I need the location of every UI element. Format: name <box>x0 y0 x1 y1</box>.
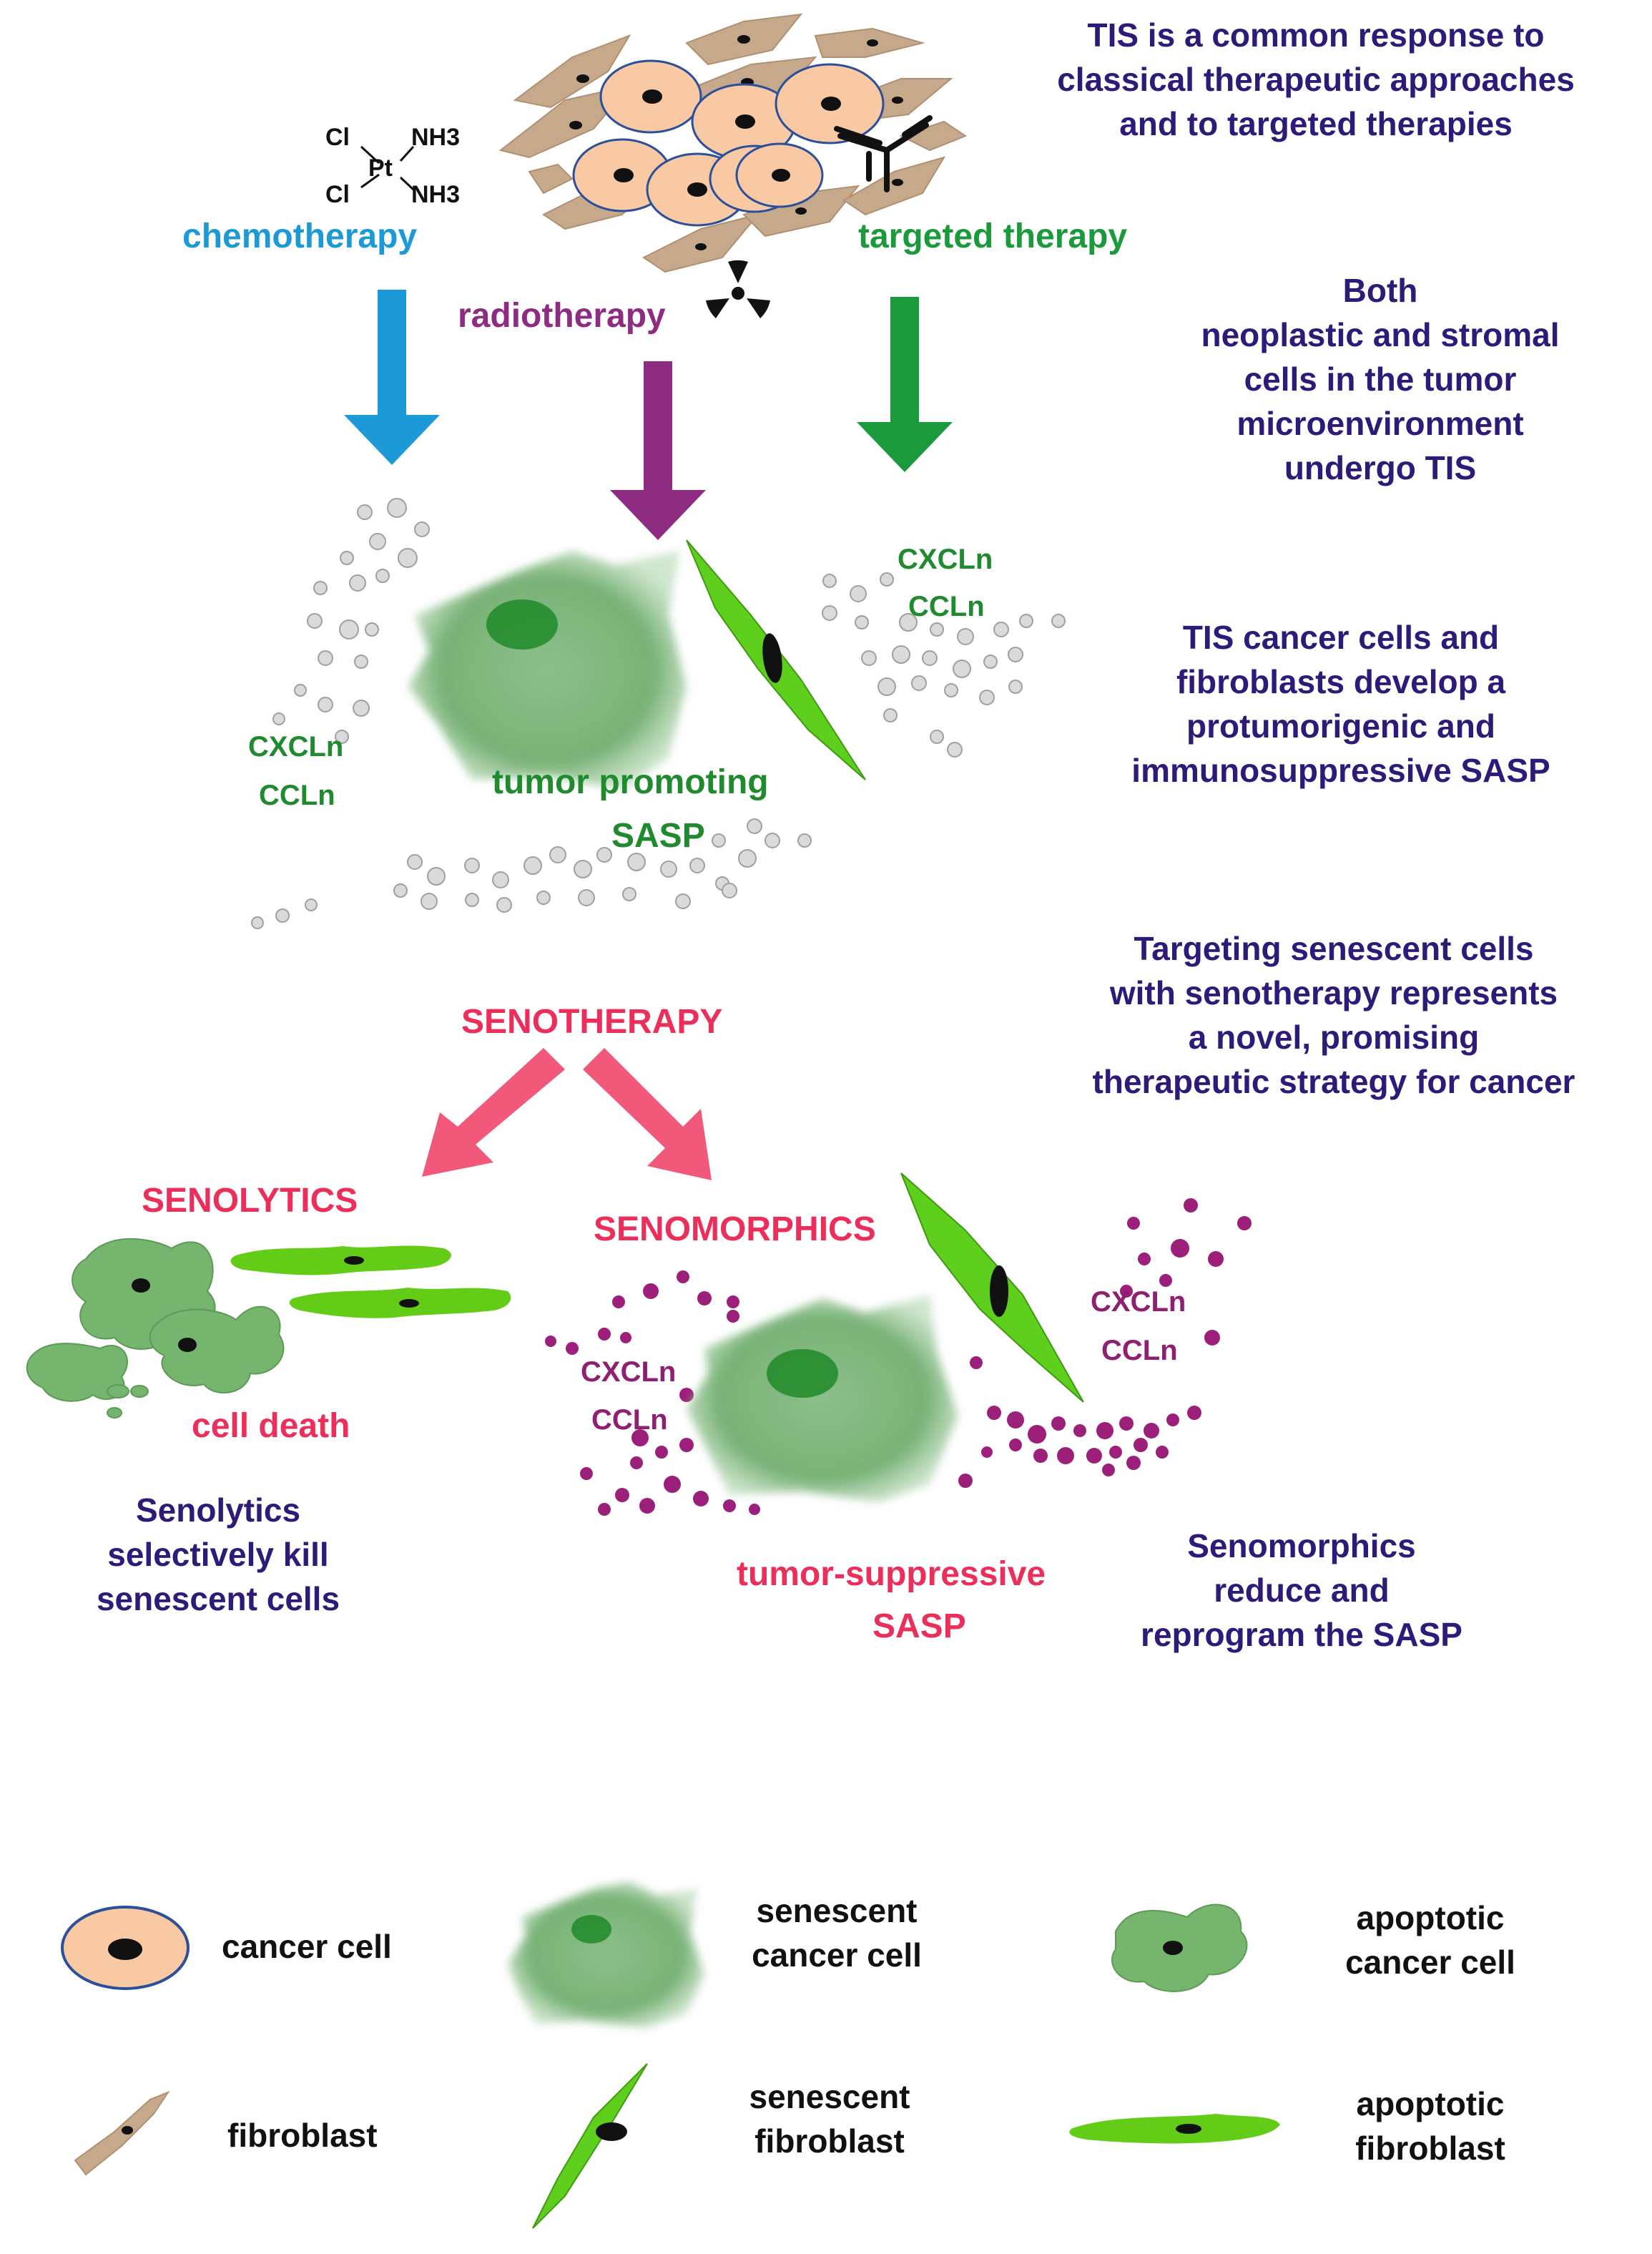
legend-line: apoptotic <box>1356 1899 1505 1936</box>
senomorphics-label: SENOMORPHICS <box>594 1210 876 1248</box>
note-line: protumorigenic and <box>1186 707 1495 745</box>
note-line: cells in the tumor <box>1244 361 1517 398</box>
cxcl-label-top-right: CXCLn <box>898 544 993 575</box>
targeted-therapy-arrow <box>857 297 953 472</box>
note-line: therapeutic strategy for cancer <box>1092 1063 1575 1100</box>
note-line: fibroblasts develop a <box>1176 663 1506 700</box>
cisplatin-bonds <box>360 145 415 191</box>
chlorine-1-label: Cl <box>325 124 350 151</box>
note-line: neoplastic and stromal <box>1201 316 1560 353</box>
senomorphics-arrow <box>583 1048 712 1180</box>
note-line: with senotherapy represents <box>1109 974 1558 1011</box>
ccl-label-mid: CCLn <box>591 1404 668 1436</box>
note-line: undergo TIS <box>1284 449 1477 486</box>
legend-line: senescent <box>749 2078 910 2115</box>
legend-senescent-cancer-cell-icon <box>508 1881 704 2028</box>
ccl-label-top-right: CCLn <box>908 591 985 622</box>
radiotherapy-label: radiotherapy <box>458 297 666 335</box>
chemotherapy-label: chemotherapy <box>182 217 418 255</box>
therapy-arrows <box>344 290 953 540</box>
apoptotic-cancer-nuclei <box>132 1278 197 1352</box>
senescent-fibroblast-top <box>686 539 866 780</box>
legend-fibroblast-icon <box>74 2090 170 2176</box>
legend-line: fibroblast <box>1355 2130 1505 2167</box>
note-line: microenvironment <box>1236 405 1524 442</box>
note-senolytics-kill: Senolytics selectively kill senescent ce… <box>39 1488 397 1621</box>
promoting-sasp-dots <box>251 498 1066 929</box>
note-line: reprogram the SASP <box>1141 1616 1462 1653</box>
legend-apoptotic-cancer-cell-icon <box>1111 1903 1248 1992</box>
senescent-cancer-cell-mid <box>687 1295 958 1502</box>
legend-apoptotic-fibroblast-label: apoptotic fibroblast <box>1316 2082 1545 2170</box>
senescent-cancer-cell-top <box>408 551 687 790</box>
note-senomorphics-reduce: Senomorphics reduce and reprogram the SA… <box>1087 1524 1516 1657</box>
cell-death-label: cell death <box>192 1407 350 1445</box>
legend-line: apoptotic <box>1356 2085 1505 2122</box>
senescent-fibroblast-mid <box>900 1172 1084 1403</box>
legend-line: cancer cell <box>752 1936 922 1974</box>
chemotherapy-arrow <box>344 290 440 465</box>
note-line: TIS cancer cells and <box>1182 619 1500 656</box>
legend-fibroblast-label: fibroblast <box>227 2117 378 2154</box>
note-line: selectively kill <box>107 1536 329 1573</box>
antibody-icon <box>834 115 933 192</box>
legend-senescent-fibroblast-label: senescent fibroblast <box>708 2074 951 2163</box>
ccl-label-far: CCLn <box>1101 1335 1178 1366</box>
senolytics-label: SENOLYTICS <box>142 1182 358 1220</box>
legend-line: fibroblast <box>754 2122 905 2160</box>
cxcl-label-top-left: CXCLn <box>248 731 344 763</box>
senotherapy-arrows <box>422 1048 712 1180</box>
note-line: Senolytics <box>135 1491 301 1529</box>
legend-line: senescent <box>756 1892 918 1929</box>
tumor-promoting-label: tumor promoting <box>492 763 769 801</box>
note-line: classical therapeutic approaches <box>1057 61 1575 98</box>
note-line: and to targeted therapies <box>1119 105 1513 142</box>
targeted-therapy-label: targeted therapy <box>858 217 1128 255</box>
note-line: immunosuppressive SASP <box>1131 752 1550 789</box>
note-line: Both <box>1342 272 1418 309</box>
apoptotic-fibroblasts <box>230 1245 511 1318</box>
apoptotic-fibroblast-nuclei <box>344 1256 419 1308</box>
suppressive-sasp-dots <box>545 1198 1252 1516</box>
cancer-cell-nuclei <box>614 89 841 197</box>
legend-senescent-cancer-cell-label: senescent cancer cell <box>708 1888 965 1977</box>
nh3-1-label: NH3 <box>411 124 461 151</box>
note-line: senescent cells <box>96 1580 340 1617</box>
ccl-label-top-left: CCLn <box>259 780 335 811</box>
nh3-2-label: NH3 <box>411 181 461 208</box>
tumor-cell-cluster <box>498 13 968 273</box>
note-line: Targeting senescent cells <box>1134 930 1534 967</box>
fibroblast-nuclei <box>569 35 903 250</box>
note-line: reduce and <box>1214 1572 1390 1609</box>
tumor-promoting-sasp-label: SASP <box>611 817 705 855</box>
cxcl-label-far: CXCLn <box>1091 1286 1186 1318</box>
tumor-suppressive-label: tumor-suppressive <box>737 1555 1046 1593</box>
platinum-label: Pt <box>368 155 393 182</box>
legend-apoptotic-cancer-cell-label: apoptotic cancer cell <box>1294 1896 1566 1984</box>
tumor-suppressive-sasp-label: SASP <box>872 1607 966 1645</box>
note-tis-cancer-cells: TIS cancer cells and fibroblasts develop… <box>1037 615 1645 793</box>
chlorine-2-label: Cl <box>325 181 350 208</box>
note-line: a novel, promising <box>1188 1019 1480 1056</box>
cxcl-label-mid: CXCLn <box>581 1356 677 1388</box>
radiation-trefoil-icon <box>706 260 770 318</box>
note-tis-common: TIS is a common response to classical th… <box>1001 13 1631 146</box>
senotherapy-label: SENOTHERAPY <box>461 1003 723 1041</box>
legend-senescent-fibroblast-icon <box>532 2063 648 2229</box>
note-line: Senomorphics <box>1187 1527 1416 1564</box>
legend-apoptotic-fibroblast-icon <box>1069 2114 1280 2144</box>
senolytics-arrow <box>422 1048 565 1177</box>
legend-cancer-cell-icon <box>61 1906 190 1990</box>
note-targeting: Targeting senescent cells with senothera… <box>1023 926 1645 1104</box>
radiotherapy-arrow <box>610 361 706 540</box>
legend-cancer-cell-label: cancer cell <box>222 1928 392 1965</box>
apoptotic-cancer-cells <box>26 1238 285 1418</box>
note-line: TIS is a common response to <box>1087 16 1545 54</box>
note-both-neoplastic: Both neoplastic and stromal cells in the… <box>1101 268 1652 490</box>
legend-line: cancer cell <box>1345 1944 1515 1981</box>
